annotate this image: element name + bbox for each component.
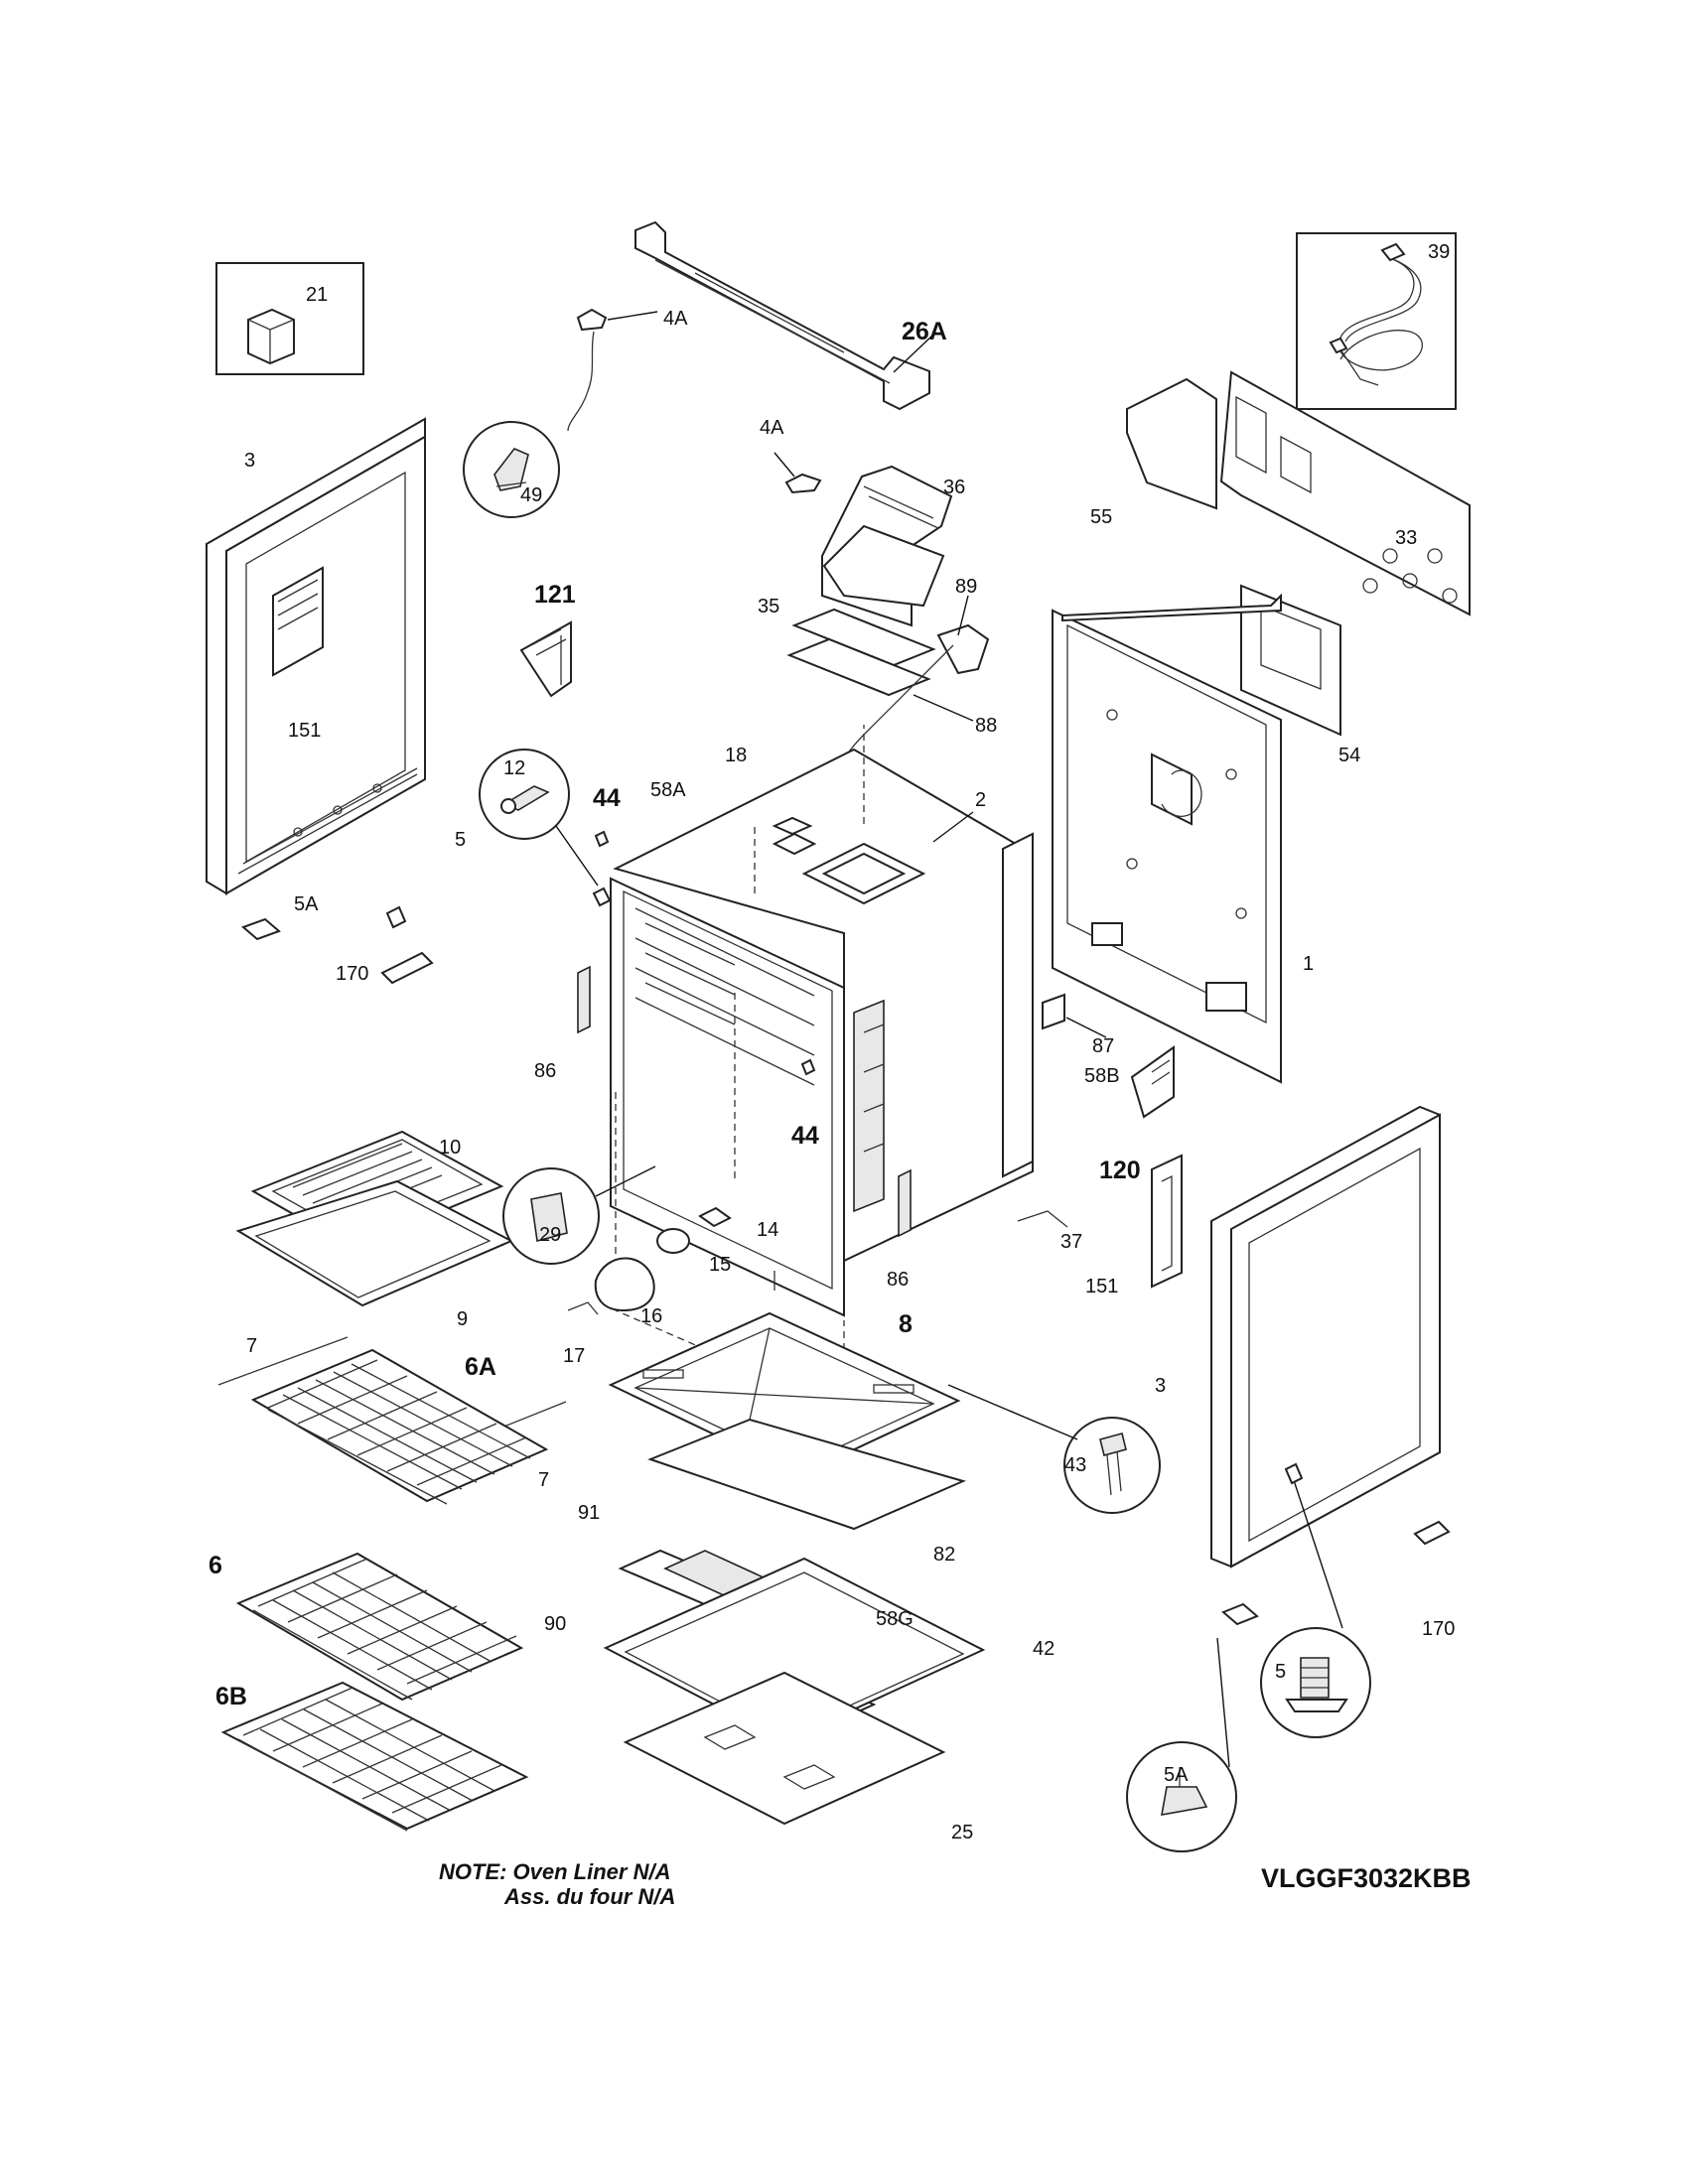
- label-58G: 58G: [876, 1608, 914, 1630]
- label-10: 10: [439, 1137, 461, 1159]
- label-29: 29: [539, 1224, 561, 1246]
- label-35: 35: [758, 596, 779, 617]
- label-54: 54: [1338, 745, 1360, 766]
- label-86-right: 86: [887, 1269, 909, 1291]
- label-1: 1: [1303, 953, 1314, 975]
- part-3-left-side-panel: [206, 417, 426, 895]
- label-9: 9: [457, 1308, 468, 1330]
- part-3-right-side-panel: [1210, 1105, 1441, 1569]
- part-120-bracket: [1130, 1045, 1175, 1119]
- part-14-15-16-17-light-assembly: [567, 1206, 732, 1315]
- label-3-left: 3: [244, 450, 255, 472]
- label-120: 120: [1099, 1157, 1141, 1184]
- label-6B: 6B: [215, 1683, 247, 1710]
- part-4A-clips: [567, 308, 822, 494]
- part-6A-oven-rack: [250, 1348, 549, 1505]
- part-86-strips: [577, 965, 912, 1238]
- label-14: 14: [757, 1219, 778, 1241]
- label-170-left: 170: [336, 963, 368, 985]
- part-10-9-broil-pan: [235, 1130, 514, 1307]
- label-5A-upper: 5A: [294, 893, 319, 915]
- label-6A: 6A: [465, 1353, 496, 1381]
- part-25-bottom-plate: [623, 1671, 946, 1826]
- label-82: 82: [933, 1544, 955, 1566]
- label-89: 89: [955, 576, 977, 598]
- part-36-vent-duct: [786, 465, 953, 697]
- inset-box-part-39: [1296, 232, 1457, 410]
- label-17: 17: [563, 1345, 585, 1367]
- label-7-top: 7: [246, 1335, 257, 1357]
- part-121-bracket: [519, 620, 572, 698]
- label-3-right: 3: [1155, 1375, 1166, 1397]
- part-58A-oven-cavity: [610, 725, 1034, 1411]
- label-39: 39: [1428, 241, 1450, 263]
- label-33: 33: [1395, 527, 1417, 549]
- part-89-88-connectors: [823, 595, 990, 795]
- label-36: 36: [943, 477, 965, 498]
- label-42: 42: [1033, 1638, 1055, 1660]
- label-18: 18: [725, 745, 747, 766]
- label-151-right: 151: [1085, 1276, 1118, 1297]
- oven-liner-note: NOTE: Oven Liner N/A Ass. du four N/A: [439, 1859, 675, 1909]
- label-16: 16: [640, 1305, 662, 1327]
- label-7-bottom: 7: [538, 1469, 549, 1491]
- part-82-baffle: [647, 1418, 966, 1531]
- label-44-lower: 44: [791, 1122, 819, 1150]
- label-58B: 58B: [1084, 1065, 1120, 1087]
- note-line-2: Ass. du four N/A: [504, 1884, 676, 1909]
- label-88: 88: [975, 715, 997, 737]
- label-21: 21: [306, 284, 328, 306]
- label-44-upper: 44: [593, 784, 621, 812]
- label-43: 43: [1064, 1454, 1086, 1476]
- label-5A-lower: 5A: [1164, 1764, 1189, 1786]
- part-151-right-bracket: [1151, 1154, 1183, 1289]
- label-25: 25: [951, 1822, 973, 1843]
- label-49: 49: [520, 484, 542, 506]
- label-170-right: 170: [1422, 1618, 1455, 1640]
- part-12-igniter-circle: [479, 749, 816, 1076]
- label-58A: 58A: [650, 779, 686, 801]
- label-4A-mid: 4A: [760, 417, 784, 439]
- label-4A-left: 4A: [663, 308, 688, 330]
- label-90: 90: [544, 1613, 566, 1635]
- part-29-detail-circle: [502, 1165, 656, 1265]
- label-91: 91: [578, 1502, 600, 1524]
- part-87-bracket: [1042, 993, 1107, 1038]
- label-5-upper: 5: [455, 829, 466, 851]
- part-labels: 21 39 26A 4A 4A 49 3 151 121 36 55 33 35…: [209, 241, 1455, 1843]
- part-1-rear-panel: [1052, 593, 1282, 1084]
- part-37-wire: [1017, 1210, 1068, 1228]
- part-43-screw-circle: [947, 1384, 1161, 1514]
- label-55: 55: [1090, 506, 1112, 528]
- label-2: 2: [975, 789, 986, 811]
- label-121: 121: [534, 581, 576, 609]
- note-line-1: NOTE: Oven Liner N/A: [439, 1859, 671, 1884]
- label-8: 8: [899, 1310, 913, 1338]
- label-15: 15: [709, 1254, 731, 1276]
- label-87: 87: [1092, 1035, 1114, 1057]
- part-6B-oven-rack: [220, 1681, 529, 1832]
- part-18-2-fittings: [772, 811, 974, 843]
- label-86-left: 86: [534, 1060, 556, 1082]
- inset-box-part-21: [215, 262, 364, 375]
- part-49-detail-circle: [463, 421, 560, 518]
- label-151-left: 151: [288, 720, 321, 742]
- label-6: 6: [209, 1552, 222, 1579]
- part-55-33-54-rear-panels: [1126, 370, 1471, 737]
- label-37: 37: [1060, 1231, 1082, 1253]
- part-26A-top-bracket: [634, 220, 934, 411]
- label-5-lower: 5: [1275, 1661, 1286, 1683]
- model-number: VLGGF3032KBB: [1261, 1863, 1472, 1893]
- part-5-5A-170-leveling-feet: [1126, 1462, 1451, 1852]
- label-26A: 26A: [902, 318, 947, 345]
- part-6-oven-rack: [235, 1552, 524, 1702]
- label-12: 12: [503, 757, 525, 779]
- part-5-5A-170-left-feet: [241, 905, 434, 985]
